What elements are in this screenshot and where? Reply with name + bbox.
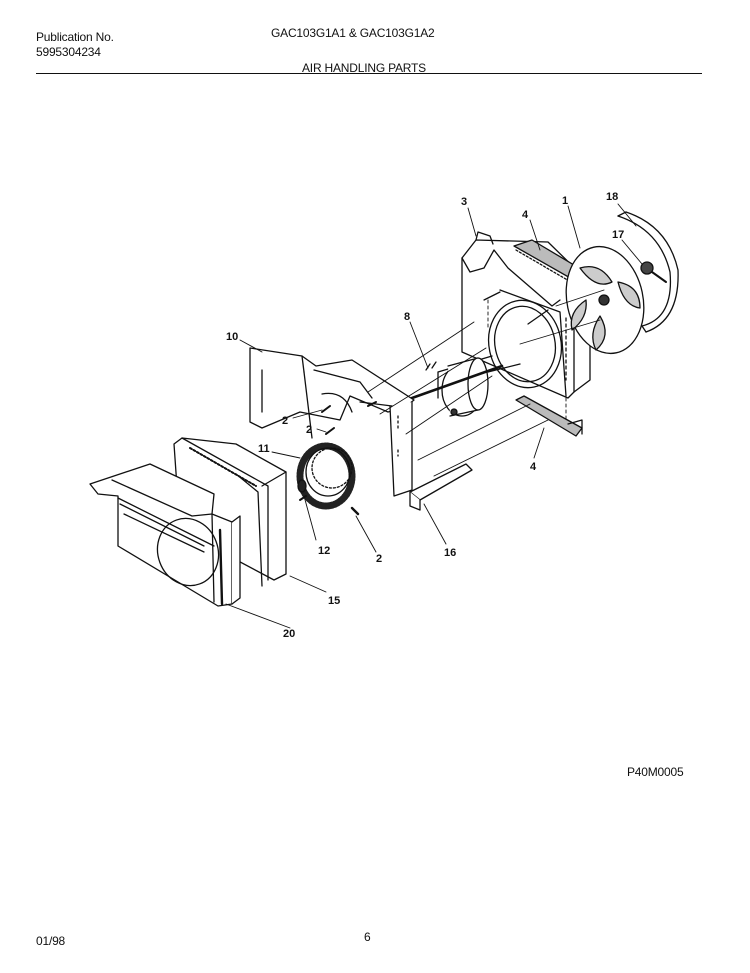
assembly-guide-lines	[367, 289, 605, 477]
section-title: AIR HANDLING PARTS	[302, 61, 426, 75]
publication-label: Publication No.	[36, 30, 114, 44]
wheel-clamp	[297, 479, 307, 493]
callout-2-upper: 2	[282, 415, 288, 427]
support-bracket	[409, 463, 473, 511]
callout-2-middle: 2	[306, 424, 312, 436]
callout-18: 18	[606, 191, 618, 203]
footer-date: 01/98	[36, 934, 66, 948]
callout-numbers: 3 4 1 18 17 8 10 2 2 11 12 2 16 4 15 20	[226, 191, 624, 640]
callout-10: 10	[226, 331, 238, 343]
page-number: 6	[364, 930, 371, 944]
callout-3: 3	[461, 196, 467, 208]
blower-wheel	[296, 442, 356, 510]
fan-nut	[640, 261, 667, 283]
callout-1: 1	[562, 195, 568, 207]
partition-scroll	[249, 347, 415, 497]
callout-15: 15	[328, 595, 340, 607]
callout-4-upper: 4	[522, 209, 529, 221]
callout-2-lower: 2	[376, 553, 382, 565]
callout-4-lower: 4	[530, 461, 537, 473]
front-cabinet	[173, 437, 287, 587]
lower-bracket	[515, 395, 583, 437]
callout-17: 17	[612, 229, 624, 241]
screws	[321, 401, 377, 516]
fan-shroud	[461, 231, 591, 399]
publication-number: 5995304234	[36, 45, 101, 59]
callout-11: 11	[258, 443, 270, 455]
model-numbers: GAC103G1A1 & GAC103G1A2	[271, 26, 435, 40]
header-rule	[36, 73, 702, 74]
callout-20: 20	[283, 628, 295, 640]
callout-12: 12	[318, 545, 330, 557]
leader-lines	[225, 203, 643, 629]
drawing-code: P40M0005	[627, 765, 684, 779]
condenser-fan	[565, 245, 645, 355]
front-grille	[89, 463, 241, 607]
callout-8: 8	[404, 311, 410, 323]
callout-16: 16	[444, 547, 456, 559]
